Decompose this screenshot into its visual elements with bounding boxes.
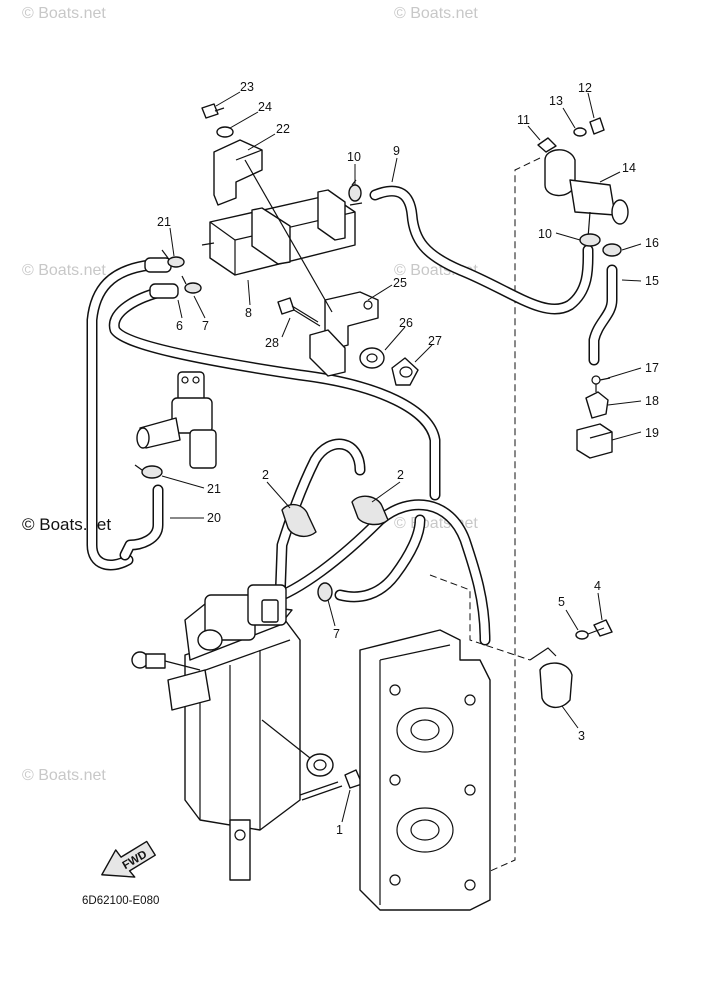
hose-15 — [588, 264, 618, 366]
watermark-lower-left: © Boats.net — [22, 767, 106, 784]
callout-7-upper: 7 — [202, 319, 209, 333]
cylinder-head — [359, 629, 491, 911]
washer-13 — [573, 127, 587, 137]
callout-3: 3 — [578, 729, 585, 743]
callout-12: 12 — [578, 81, 592, 95]
vapor-separator — [167, 584, 301, 881]
grommet-lower — [306, 753, 334, 777]
valve-18 — [585, 384, 609, 419]
callout-14: 14 — [622, 161, 636, 175]
ring-17 — [591, 375, 611, 385]
hose-end-6 — [149, 283, 179, 299]
clip-16 — [602, 243, 622, 257]
watermark-top-right: © Boats.net — [394, 5, 478, 22]
clip-2-left — [281, 503, 317, 538]
callout-28: 28 — [265, 336, 279, 350]
canister-8 — [201, 189, 363, 276]
filter-14 — [544, 149, 629, 239]
assembly-guide-line — [469, 157, 541, 881]
hose-main-loop — [86, 259, 156, 571]
hose-9 — [369, 185, 594, 315]
callout-19: 19 — [645, 426, 659, 440]
bolt-23 — [201, 103, 225, 119]
watermark-main: © Boats.net — [22, 515, 111, 534]
callout-6: 6 — [176, 319, 183, 333]
callout-15: 15 — [645, 274, 659, 288]
callout-13: 13 — [549, 94, 563, 108]
nut-lower-left — [131, 651, 166, 669]
callout-26: 26 — [399, 316, 413, 330]
callout-27: 27 — [428, 334, 442, 348]
clip-21-lower — [134, 464, 163, 479]
washer-24 — [216, 126, 234, 138]
callout-17: 17 — [645, 361, 659, 375]
hose-7-lower — [334, 514, 426, 603]
callout-2-left: 2 — [262, 468, 269, 482]
assembly-guide-line-2 — [429, 574, 531, 661]
callout-1: 1 — [336, 823, 343, 837]
grommet-26 — [359, 347, 385, 369]
hose-end-main — [144, 257, 172, 273]
bracket-22 — [213, 139, 263, 206]
callout-11: 11 — [517, 113, 530, 127]
callout-10-right: 10 — [538, 227, 552, 241]
callout-4: 4 — [594, 579, 601, 593]
clip-7-lower — [317, 582, 333, 602]
clip-2-right — [351, 495, 389, 526]
vent-valve-assembly — [136, 371, 217, 469]
watermark-mid-left: © Boats.net — [22, 262, 106, 279]
bolt-1 — [299, 769, 363, 801]
callout-21-lower: 21 — [207, 482, 221, 496]
clip-7-upper — [181, 275, 202, 294]
watermark-top-left: © Boats.net — [22, 5, 106, 22]
hose-20 — [119, 484, 164, 561]
clip-21-upper — [161, 249, 185, 268]
callout-16: 16 — [645, 236, 659, 250]
bolt-28 — [277, 297, 321, 327]
holder-19 — [576, 423, 613, 459]
callout-21-upper: 21 — [157, 215, 171, 229]
callout-24: 24 — [258, 100, 272, 114]
leader-lines — [161, 91, 642, 823]
callout-8: 8 — [245, 306, 252, 320]
bolt-4 — [587, 619, 613, 637]
callout-25: 25 — [393, 276, 407, 290]
callout-5: 5 — [558, 595, 565, 609]
bolt-12 — [589, 117, 605, 135]
callout-2-right: 2 — [397, 468, 404, 482]
clip-11 — [537, 137, 557, 153]
diagram-code: 6D62100-E080 — [82, 895, 159, 907]
callout-18: 18 — [645, 394, 659, 408]
collar-27 — [391, 357, 419, 386]
bracket-25-lower — [309, 329, 346, 377]
callout-10-upper: 10 — [347, 150, 361, 164]
callout-7-lower: 7 — [333, 627, 340, 641]
callout-23: 23 — [240, 80, 254, 94]
hose-6 — [108, 286, 441, 501]
holder-3 — [539, 662, 573, 708]
callout-9: 9 — [393, 144, 400, 158]
fwd-arrow-icon: FWD — [101, 840, 156, 878]
hose-2-right — [264, 499, 491, 646]
washer-5 — [575, 630, 589, 640]
callout-20: 20 — [207, 511, 221, 525]
clip-10-right — [579, 233, 601, 247]
callout-22: 22 — [276, 122, 290, 136]
